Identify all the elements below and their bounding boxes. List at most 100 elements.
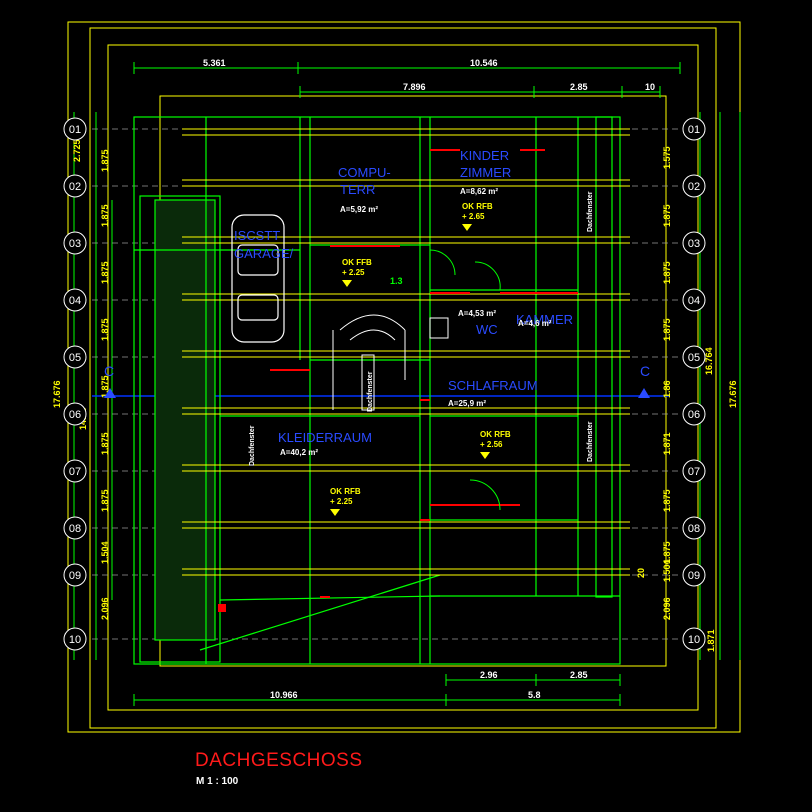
grid-bubble xyxy=(63,627,87,651)
dim-bottom-285: 2.85 xyxy=(570,670,588,680)
level-3-line1: OK RFB xyxy=(480,430,511,439)
dim-left-segment: 1.504 xyxy=(100,541,110,564)
grid-bubble xyxy=(63,516,87,540)
dim-left-segment: 1.875 xyxy=(100,375,110,398)
room-garage-name2: GARAGE/ xyxy=(234,246,294,261)
dim-left-segment: 1.875 xyxy=(100,489,110,512)
level-4-marker-icon xyxy=(330,509,340,516)
grid-bubble xyxy=(682,288,706,312)
room-kammer-area: A=4,6 m² xyxy=(518,319,552,328)
room-kleiderraum-area: A=40,2 m² xyxy=(280,448,318,457)
room-wc-name: WC xyxy=(476,322,498,337)
right-segment-dimensions: 1.5751.8751.8751.8751.861.8711.8751.8751… xyxy=(662,146,716,652)
grid-label-06: 06 xyxy=(688,409,700,421)
grid-label-10: 10 xyxy=(69,634,81,646)
grid-bubble xyxy=(682,117,706,141)
grid-label-02: 02 xyxy=(688,181,700,193)
grid-label-07: 07 xyxy=(688,466,700,478)
room-computer-area: A=5,92 m² xyxy=(340,205,378,214)
level-4-line1: OK RFB xyxy=(330,487,361,496)
level-2-line1: OK FFB xyxy=(342,258,372,267)
dim-top-7896: 7.896 xyxy=(403,82,426,92)
dim-right-segment: 1.86 xyxy=(662,380,672,398)
dim-bottom-10966: 10.966 xyxy=(270,690,298,700)
room-kleiderraum-name: KLEIDERRAUM xyxy=(278,430,372,445)
building-outline-outer xyxy=(107,44,699,711)
red-accents xyxy=(270,149,578,598)
level-1-marker-icon xyxy=(462,224,472,231)
level-3-line2: + 2.56 xyxy=(480,440,503,449)
grid-label-04: 04 xyxy=(688,295,700,307)
wall-label-4: Dachfenster xyxy=(367,371,374,412)
dim-top-5361: 5.361 xyxy=(203,58,226,68)
bottom-dimensions xyxy=(133,674,621,706)
level-4-line2: + 2.25 xyxy=(330,497,353,506)
dim-right-segment: 1.875 xyxy=(662,489,672,512)
room-kammer-name: KAMMER xyxy=(516,312,573,327)
grid-label-08: 08 xyxy=(688,523,700,535)
room-schlafraum-area: A=25,9 m² xyxy=(448,399,486,408)
dim-left-segment: 1.875 xyxy=(100,318,110,341)
dim-right-segment: 1.871 xyxy=(706,629,716,652)
dim-bottom-296: 2.96 xyxy=(480,670,498,680)
level-1-line2: + 2.65 xyxy=(462,212,485,221)
grid-bubble xyxy=(63,459,87,483)
dim-right-segment: 1.875 xyxy=(662,204,672,227)
grid-bubble xyxy=(682,459,706,483)
door-swings xyxy=(429,249,501,511)
grid-label-01: 01 xyxy=(688,124,700,136)
top-dimensions xyxy=(133,62,681,98)
grid-label-06: 06 xyxy=(69,409,81,421)
grid-label-01: 01 xyxy=(69,124,81,136)
section-arrow-right xyxy=(638,388,650,398)
staircase-icon xyxy=(332,314,406,411)
wall-label-3: Dachfenster xyxy=(249,425,256,466)
grid-bubble xyxy=(682,402,706,426)
sheet-frame-inner xyxy=(89,27,717,729)
dim-right-outer: 17.676 xyxy=(728,380,738,408)
dim-right-segment: 1.875 xyxy=(662,318,672,341)
grid-bubble xyxy=(63,563,87,587)
wc-fixture-icon xyxy=(429,317,449,339)
dim-right-segment: 1.875 xyxy=(662,541,672,564)
level-2-line2: + 2.25 xyxy=(342,268,365,277)
grid-label-02: 02 xyxy=(69,181,81,193)
room-kinder-name1: KINDER xyxy=(460,148,509,163)
dim-small-20: 20 xyxy=(636,568,646,578)
room-computer-name2: TERR xyxy=(340,182,375,197)
room-computer-name1: COMPU- xyxy=(338,165,391,180)
grid-label-05: 05 xyxy=(69,352,81,364)
grid-bubble xyxy=(63,117,87,141)
grid-bubble xyxy=(682,174,706,198)
grid-bubble xyxy=(682,563,706,587)
level-1-line1: OK RFB xyxy=(462,202,493,211)
grid-bubble xyxy=(682,231,706,255)
dim-left-segment: 1.875 xyxy=(100,261,110,284)
grid-label-09: 09 xyxy=(69,570,81,582)
grid-bubble xyxy=(682,345,706,369)
wall-label-2: Dachfenster xyxy=(587,421,594,462)
grid-bubble xyxy=(682,627,706,651)
grid-label-05: 05 xyxy=(688,352,700,364)
level-2-marker-icon xyxy=(342,280,352,287)
grid-label-10: 10 xyxy=(688,634,700,646)
grid-bubble xyxy=(63,174,87,198)
dim-bottom-58: 5.8 xyxy=(528,690,541,700)
dim-left-segment: 1.875 xyxy=(100,149,110,172)
section-arrow-left xyxy=(104,388,116,398)
section-marker-left: C xyxy=(104,363,114,379)
dim-right-segment: 1.504 xyxy=(662,559,672,582)
section-marker-right: C xyxy=(640,363,650,379)
grid-label-03: 03 xyxy=(688,238,700,250)
room-wc-area: A=4,53 m² xyxy=(458,309,496,318)
grid-label-07: 07 xyxy=(69,466,81,478)
dim-left-segment: 1.875 xyxy=(100,432,110,455)
drawing-title: DACHGESCHOSS xyxy=(195,750,363,771)
grid-label-09: 09 xyxy=(688,570,700,582)
grid-bubble xyxy=(63,231,87,255)
room-kinder-area: A=8,62 m² xyxy=(460,187,498,196)
dim-right-segment: 1.875 xyxy=(662,261,672,284)
grid-bubble xyxy=(682,516,706,540)
